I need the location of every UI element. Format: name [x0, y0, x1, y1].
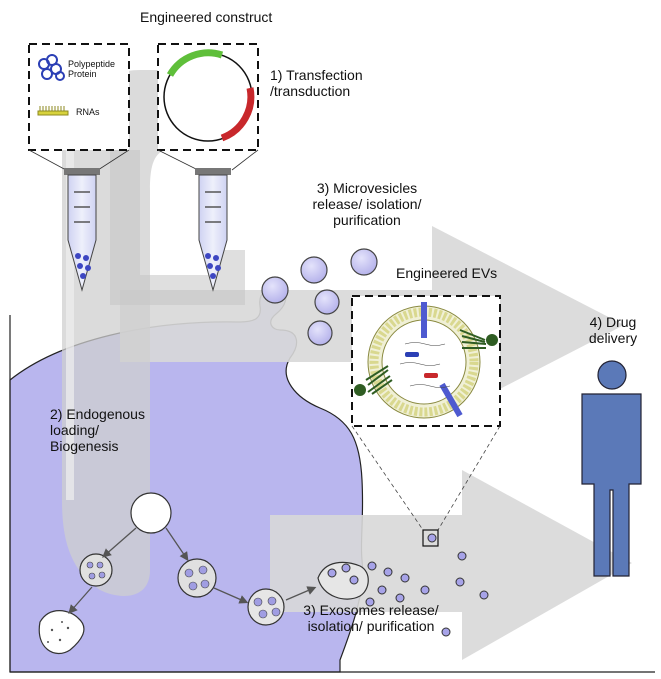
- step-4-label: 4) Drug delivery: [588, 314, 638, 347]
- plasmid-icon: [163, 49, 255, 142]
- lower-arrow: [270, 470, 632, 660]
- zoom-square: [422, 529, 439, 547]
- step-1-label: 1) Transfection /transduction: [270, 67, 363, 100]
- protein-icon: [38, 54, 65, 81]
- page-title: Engineered construct: [140, 9, 273, 25]
- engineered-evs-label: Engineered EVs: [396, 265, 498, 281]
- engineered-ev-icon: [354, 302, 498, 419]
- tube-left: [64, 168, 100, 292]
- microvesicles: [261, 248, 378, 346]
- legend-box: [28, 43, 130, 151]
- person-icon: [581, 360, 642, 577]
- step-2-label: 2) Endogenous loading/ Biogenesis: [50, 406, 145, 455]
- rna-legend-label: RNAs: [76, 107, 100, 117]
- step-3-exosomes-label: 3) Exosomes release/ isolation/ purifica…: [303, 602, 439, 635]
- tube-right: [195, 168, 231, 292]
- plasmid-box: [157, 43, 259, 151]
- step-3-microvesicles-label: 3) Microvesicles release/ isolation/ pur…: [312, 180, 422, 229]
- rna-icon: [37, 106, 69, 116]
- pipe: [62, 70, 230, 596]
- exosomes: [327, 533, 489, 637]
- protein-legend-label: Polypeptide Protein: [68, 59, 116, 80]
